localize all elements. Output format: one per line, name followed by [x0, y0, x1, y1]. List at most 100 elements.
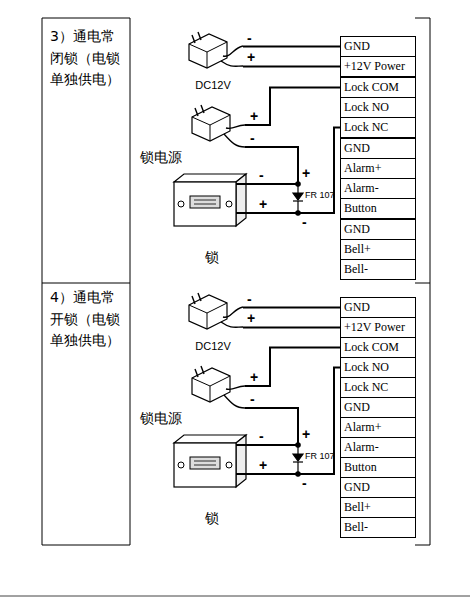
icon-stroke — [194, 204, 216, 205]
terminal-cell: Bell+ — [340, 497, 416, 518]
terminal-label: Lock COM — [344, 81, 399, 95]
icon-stroke — [192, 376, 230, 386]
polarity-mark: + — [259, 197, 267, 211]
icon-stroke — [189, 303, 227, 313]
icon-stroke — [226, 125, 245, 128]
icon-stroke — [226, 201, 232, 207]
electric-lock: 锁 — [170, 170, 254, 265]
diode-symbol — [293, 443, 303, 476]
icon-stroke — [192, 296, 195, 304]
icon-stroke — [226, 386, 245, 389]
terminal-label: Lock NO — [344, 101, 389, 115]
icon-stroke — [223, 46, 243, 56]
terminal-cell: Bell- — [340, 259, 416, 280]
icon-stroke — [194, 200, 216, 201]
terminal-cell: Lock NC — [340, 377, 416, 398]
terminal-cell: GND — [340, 219, 416, 240]
wire — [243, 66, 340, 68]
bracket-tick — [415, 18, 430, 19]
icon-stroke — [236, 435, 246, 487]
polarity-mark: - — [250, 392, 255, 406]
terminal-cell: Button — [340, 198, 416, 219]
terminal-label: GND — [344, 301, 370, 315]
polarity-mark: + — [250, 109, 258, 123]
terminal-label: Lock COM — [344, 341, 399, 355]
icon-stroke — [236, 473, 254, 475]
icon-stroke — [207, 313, 208, 329]
terminal-label: +12V Power — [344, 321, 405, 335]
wire — [243, 327, 340, 329]
terminal-label: Button — [344, 202, 377, 216]
icon-stroke — [223, 307, 243, 317]
bracket-line — [430, 18, 431, 545]
terminal-cell: +12V Power — [340, 56, 416, 77]
polarity-mark: + — [247, 311, 255, 325]
terminal-cell: Lock COM — [340, 77, 416, 98]
row-heading: 4）通电常开锁（电锁单独供电） — [50, 287, 124, 352]
table-line — [42, 18, 43, 545]
terminal-label: GND — [344, 401, 370, 415]
polarity-mark: + — [302, 166, 310, 180]
icon-stroke — [194, 465, 216, 466]
wire — [245, 88, 340, 126]
icon-stroke — [236, 212, 254, 214]
footer-rule — [0, 596, 470, 597]
terminal-label: Lock NC — [344, 121, 388, 135]
icon-stroke — [178, 201, 184, 207]
icon-stroke — [236, 183, 254, 185]
diode-body — [293, 193, 303, 200]
row-heading: 3）通电常闭锁（电锁单独供电） — [50, 26, 124, 91]
lock-power-adapter: 锁电源 — [140, 103, 245, 165]
terminal-label: Alarm- — [344, 182, 379, 196]
terminal-label: Bell+ — [344, 501, 371, 515]
table-line — [42, 283, 130, 284]
icon-stroke — [192, 35, 195, 43]
terminal-cell: +12V Power — [340, 317, 416, 338]
wire — [245, 147, 298, 184]
polarity-mark: - — [302, 215, 307, 229]
table-grid — [42, 18, 430, 545]
device-label: 锁电源 — [140, 410, 182, 426]
lock-power-adapter: 锁电源 — [140, 364, 245, 426]
icon-stroke — [221, 61, 243, 66]
device-label: 锁 — [205, 249, 219, 265]
icon-stroke — [224, 395, 245, 408]
polarity-mark: + — [247, 50, 255, 64]
terminal-cell: GND — [340, 477, 416, 498]
terminal-cell: Lock COM — [340, 337, 416, 358]
table-line — [42, 18, 130, 19]
terminal-cell: Alarm- — [340, 178, 416, 199]
device-label: DC12V — [195, 79, 230, 92]
polarity-mark: + — [250, 370, 258, 384]
device-label: 锁 — [205, 510, 219, 526]
icon-stroke — [189, 295, 227, 329]
terminal-cell: GND — [340, 297, 416, 318]
terminal-label: Bell- — [344, 521, 368, 535]
icon-stroke — [198, 32, 201, 40]
icon-stroke — [236, 174, 246, 226]
icon-stroke — [189, 42, 227, 52]
terminal-label: Lock NC — [344, 381, 388, 395]
icon-stroke — [207, 52, 208, 68]
electric-lock: 锁 — [170, 431, 254, 526]
icon-stroke — [174, 435, 246, 443]
wire — [245, 408, 298, 445]
terminal-cell: Bell+ — [340, 239, 416, 260]
terminal-cell: Lock NO — [340, 357, 416, 378]
icon-stroke — [201, 105, 204, 113]
icon-stroke — [224, 134, 245, 147]
terminal-cell: GND — [340, 397, 416, 418]
terminal-cell: Lock NC — [340, 117, 416, 138]
icon-stroke — [190, 457, 220, 469]
terminal-label: Alarm+ — [344, 162, 381, 176]
icon-stroke — [195, 369, 198, 377]
terminal-cell: Alarm+ — [340, 417, 416, 438]
wire — [245, 348, 340, 387]
terminal-label: GND — [344, 40, 370, 54]
table-line — [42, 545, 130, 546]
terminal-cell: GND — [340, 138, 416, 159]
icon-stroke — [198, 293, 201, 301]
bracket-tick — [415, 545, 430, 546]
polarity-mark: - — [250, 131, 255, 145]
part-number: FR 107 — [305, 451, 335, 462]
